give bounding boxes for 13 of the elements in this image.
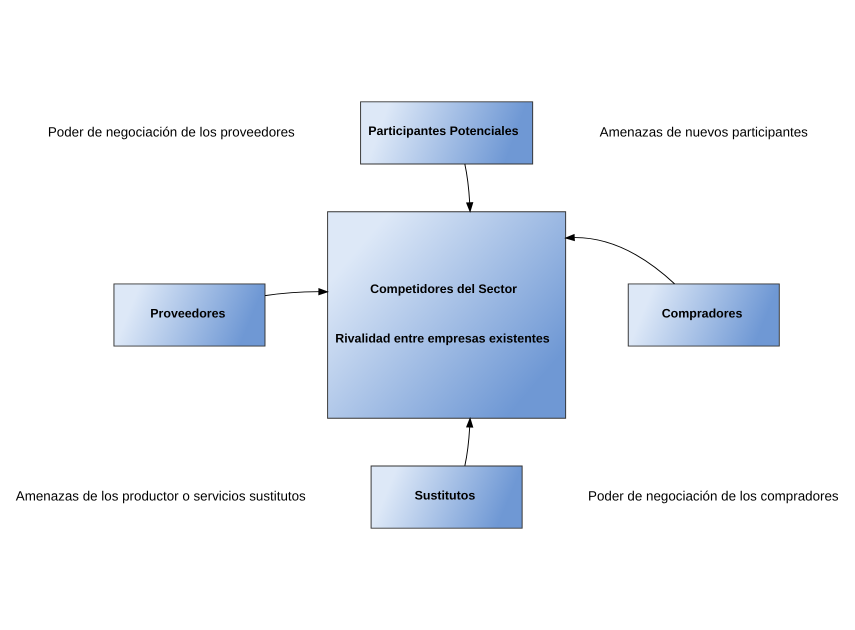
arrow bbox=[464, 416, 474, 466]
node-box: Sustitutos bbox=[370, 466, 523, 529]
node-box: Compradores bbox=[628, 283, 780, 347]
node-box: Proveedores bbox=[113, 283, 266, 347]
arrow bbox=[464, 164, 474, 213]
node-box: Competidores del Sector Rivalidad entre empresas existentes bbox=[327, 211, 566, 419]
arrow bbox=[564, 234, 676, 284]
node-box: Participantes Potenciales bbox=[360, 101, 534, 164]
label: Amenazas de los productor o servicios sustitutos bbox=[16, 488, 306, 504]
label: Poder de negociación de los proveedores bbox=[48, 124, 295, 140]
label: Amenazas de nuevos participantes bbox=[600, 124, 808, 140]
arrow bbox=[264, 288, 329, 296]
label: Poder de negociación de los compradores bbox=[588, 488, 839, 504]
